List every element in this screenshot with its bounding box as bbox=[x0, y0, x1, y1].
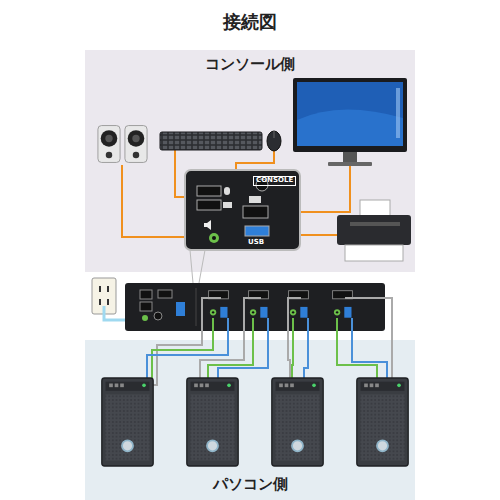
node-label: CONSOLE bbox=[253, 176, 296, 186]
diagram-title: 接続図 bbox=[223, 12, 277, 32]
console-side-band: コンソール側 CONSOLE USB bbox=[85, 50, 415, 272]
console-panel: CONSOLE USB bbox=[185, 170, 300, 250]
pc-side-band: パソコン側 bbox=[85, 340, 415, 500]
node-label: コンソール側 bbox=[205, 56, 295, 73]
node-label: パソコン側 bbox=[213, 476, 288, 493]
node-label: USB bbox=[248, 239, 264, 247]
